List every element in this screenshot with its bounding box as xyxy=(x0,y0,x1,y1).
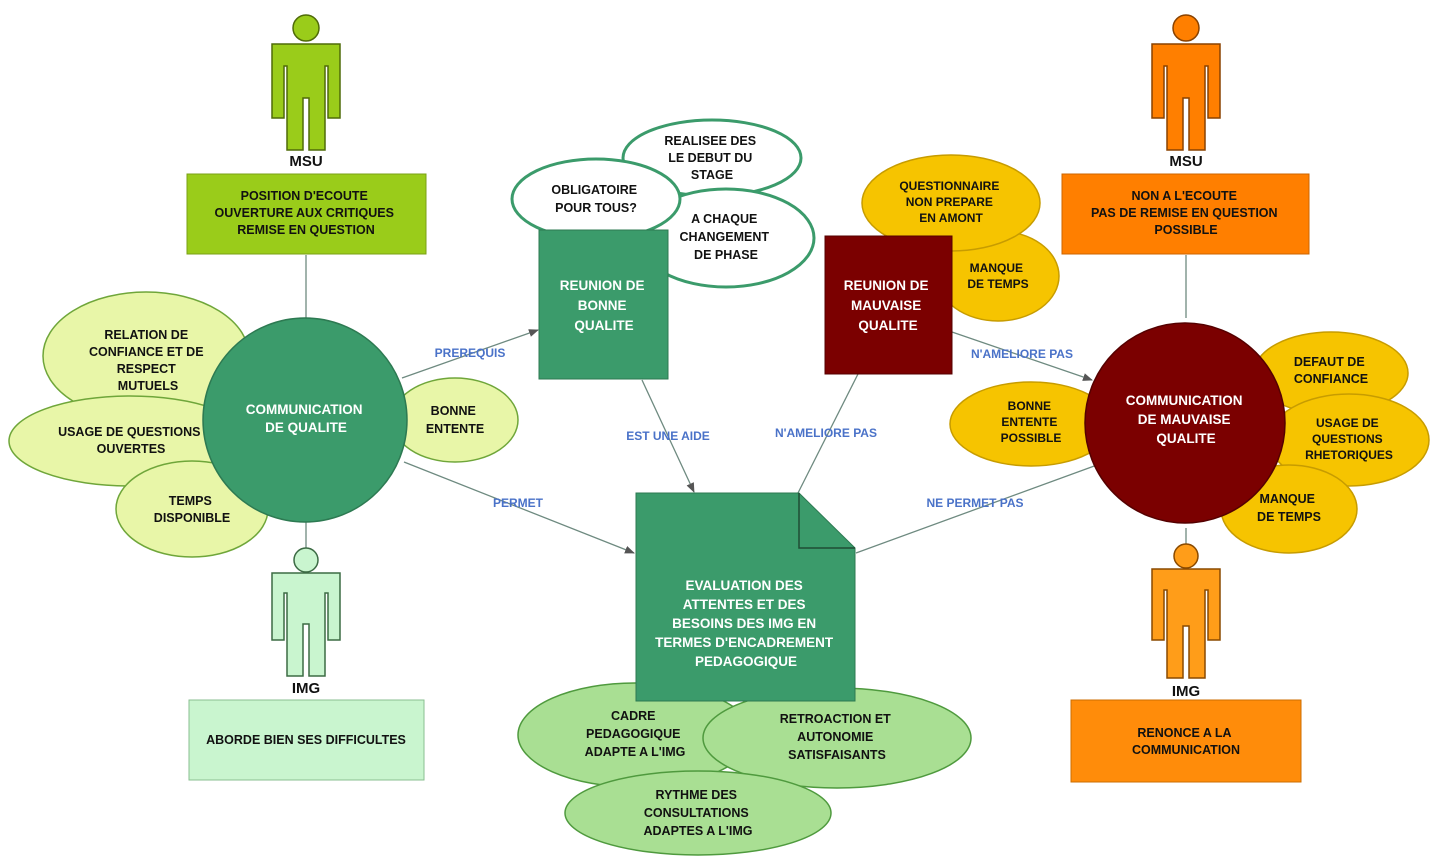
bad-communication-node: COMMUNICATION DE MAUVAISE QUALITE xyxy=(1084,322,1286,524)
img-left-box-text: ABORDE BIEN SES DIFFICULTES xyxy=(206,733,406,747)
bad-petal-bonne: BONNE ENTENTE POSSIBLE xyxy=(949,381,1113,467)
connectors xyxy=(305,255,1187,554)
svg-text:QUESTIONNAIRE NON PREPAR: QUESTIONNAIRE NON PREPARE EN AMONT xyxy=(899,179,1002,225)
outcome-retroaction: RETROACTION ET AUTONOMIE SATISFAISANTS xyxy=(702,687,972,789)
outcome-cadre: CADRE PEDAGOGIQUE ADAPTE A L'IMG xyxy=(517,682,753,788)
good-petal-bonne-entente: BONNE ENTENTE xyxy=(391,377,519,463)
msu-left-box-text: POSITION D'ECOUTE OUVERTURE AUX CRITIQUE… xyxy=(215,189,398,237)
img-right-label: IMG xyxy=(1172,683,1200,700)
edge-label-n-ameliore-1: N'AMELIORE PAS xyxy=(775,426,877,440)
good-petal-relation: RELATION DE CONFIANCE ET DE RESPECT MUTU… xyxy=(42,291,250,421)
svg-text:MANQUE DE TEMPS: MANQUE DE TEMPS xyxy=(1257,492,1321,524)
svg-text:USAGE DE QUESTIONS OUVER: USAGE DE QUESTIONS OUVERTES xyxy=(58,425,204,456)
svg-text:DEFAUT DE CONFIANCE: DEFAUT DE CONFIANCE xyxy=(1294,355,1368,386)
good-communication-node: COMMUNICATION DE QUALITE xyxy=(202,317,408,523)
good-meeting-node: REUNION DE BONNE QUALITE xyxy=(538,229,669,380)
svg-text:OBLIGATOIRE POUR TOUS?: OBLIGATOIRE POUR TOUS? xyxy=(551,183,640,215)
n-ameliore-1-line xyxy=(797,373,859,494)
edge-label-ne-permet: NE PERMET PAS xyxy=(926,496,1023,510)
ne-permet-line xyxy=(855,464,1098,554)
msu-right-person-icon xyxy=(1151,14,1221,151)
edge-label-permet: PERMET xyxy=(493,496,544,510)
svg-text:COMMUNICATION DE MAUVAIS: COMMUNICATION DE MAUVAISE QUALITE xyxy=(1126,393,1247,446)
aide-arrow xyxy=(641,379,695,493)
bubble-obligatoire: OBLIGATOIRE POUR TOUS? xyxy=(510,157,682,241)
svg-text:EVALUATION DES ATTENTES: EVALUATION DES ATTENTES ET DES BESOINS D… xyxy=(655,578,837,669)
svg-text:REUNION DE BONNE Q: REUNION DE BONNE QUALITE xyxy=(560,278,649,333)
edge-label-prerequis: PREREQUIS xyxy=(435,346,506,360)
svg-text:REUNION DE MAUVAISE: REUNION DE MAUVAISE QUALITE xyxy=(844,278,933,333)
svg-text:A CHAQUE CHANGEMENT: A CHAQUE CHANGEMENT DE PHASE xyxy=(679,212,772,262)
evaluation-document-node: EVALUATION DES ATTENTES ET DES BESOINS D… xyxy=(635,492,856,702)
svg-text:CADRE PEDAGOGIQUE: CADRE PEDAGOGIQUE ADAPTE A L'IMG xyxy=(585,709,686,759)
msu-right-box xyxy=(1061,173,1310,255)
permet-arrow xyxy=(403,461,635,554)
msu-left-person-icon xyxy=(271,14,341,151)
svg-text:MANQUE DE TEMPS: MANQUE DE TEMPS xyxy=(967,261,1028,291)
msu-right-box-text: NON A L'ECOUTE PAS DE REMISE EN QUESTION… xyxy=(1091,189,1281,237)
bad-petal-defaut: DEFAUT DE CONFIANCE xyxy=(1253,331,1409,415)
svg-text:TEMPS DISPONIBLE: TEMPS DISPONIBLE xyxy=(154,494,230,525)
img-left-person-icon xyxy=(271,547,341,677)
svg-text:REALISEE DES LE DEBUT DU: REALISEE DES LE DEBUT DU STAGE xyxy=(664,134,759,182)
msu-left-box xyxy=(186,173,427,255)
outcome-rythme: RYTHME DES CONSULTATIONS ADAPTES A L'IMG xyxy=(564,770,832,856)
svg-text:RETROACTION ET AUTONOMIE: RETROACTION ET AUTONOMIE SATISFAISANTS xyxy=(780,712,895,762)
img-right-person-icon xyxy=(1151,543,1221,679)
edge-label-n-ameliore-2: N'AMELIORE PAS xyxy=(971,347,1073,361)
bubble-questionnaire: QUESTIONNAIRE NON PREPARE EN AMONT xyxy=(861,154,1041,252)
svg-text:RELATION DE CONFIANCE ET: RELATION DE CONFIANCE ET DE RESPECT MUTU… xyxy=(89,328,207,393)
svg-text:BONNE ENTENTE POSS: BONNE ENTENTE POSSIBLE xyxy=(1001,399,1062,445)
svg-text:COMMUNICATION DE QUALITE: COMMUNICATION DE QUALITE xyxy=(246,402,367,435)
img-left-label: IMG xyxy=(292,680,320,697)
prerequis-arrow xyxy=(401,329,539,379)
svg-text:BONNE ENTENTE: BONNE ENTENTE xyxy=(426,404,484,436)
img-left-box xyxy=(188,699,425,781)
svg-text:RYTHME DES CONSULTATION: RYTHME DES CONSULTATIONS ADAPTES A L'IMG xyxy=(644,788,753,838)
n-ameliore-2-arrow xyxy=(951,331,1093,381)
bad-meeting-node: REUNION DE MAUVAISE QUALITE xyxy=(824,235,953,375)
bubble-manque-temps-meeting: MANQUE DE TEMPS xyxy=(936,230,1060,322)
svg-text:USAGE DE QUESTIONS: USAGE DE QUESTIONS RHETORIQUES xyxy=(1305,416,1393,462)
edge-label-aide: EST UNE AIDE xyxy=(626,429,710,443)
img-right-box-text: RENONCE A LA COMMUNICATION xyxy=(1132,726,1240,757)
img-right-box xyxy=(1070,699,1302,783)
msu-right-label: MSU xyxy=(1169,153,1202,170)
msu-left-label: MSU xyxy=(289,153,322,170)
